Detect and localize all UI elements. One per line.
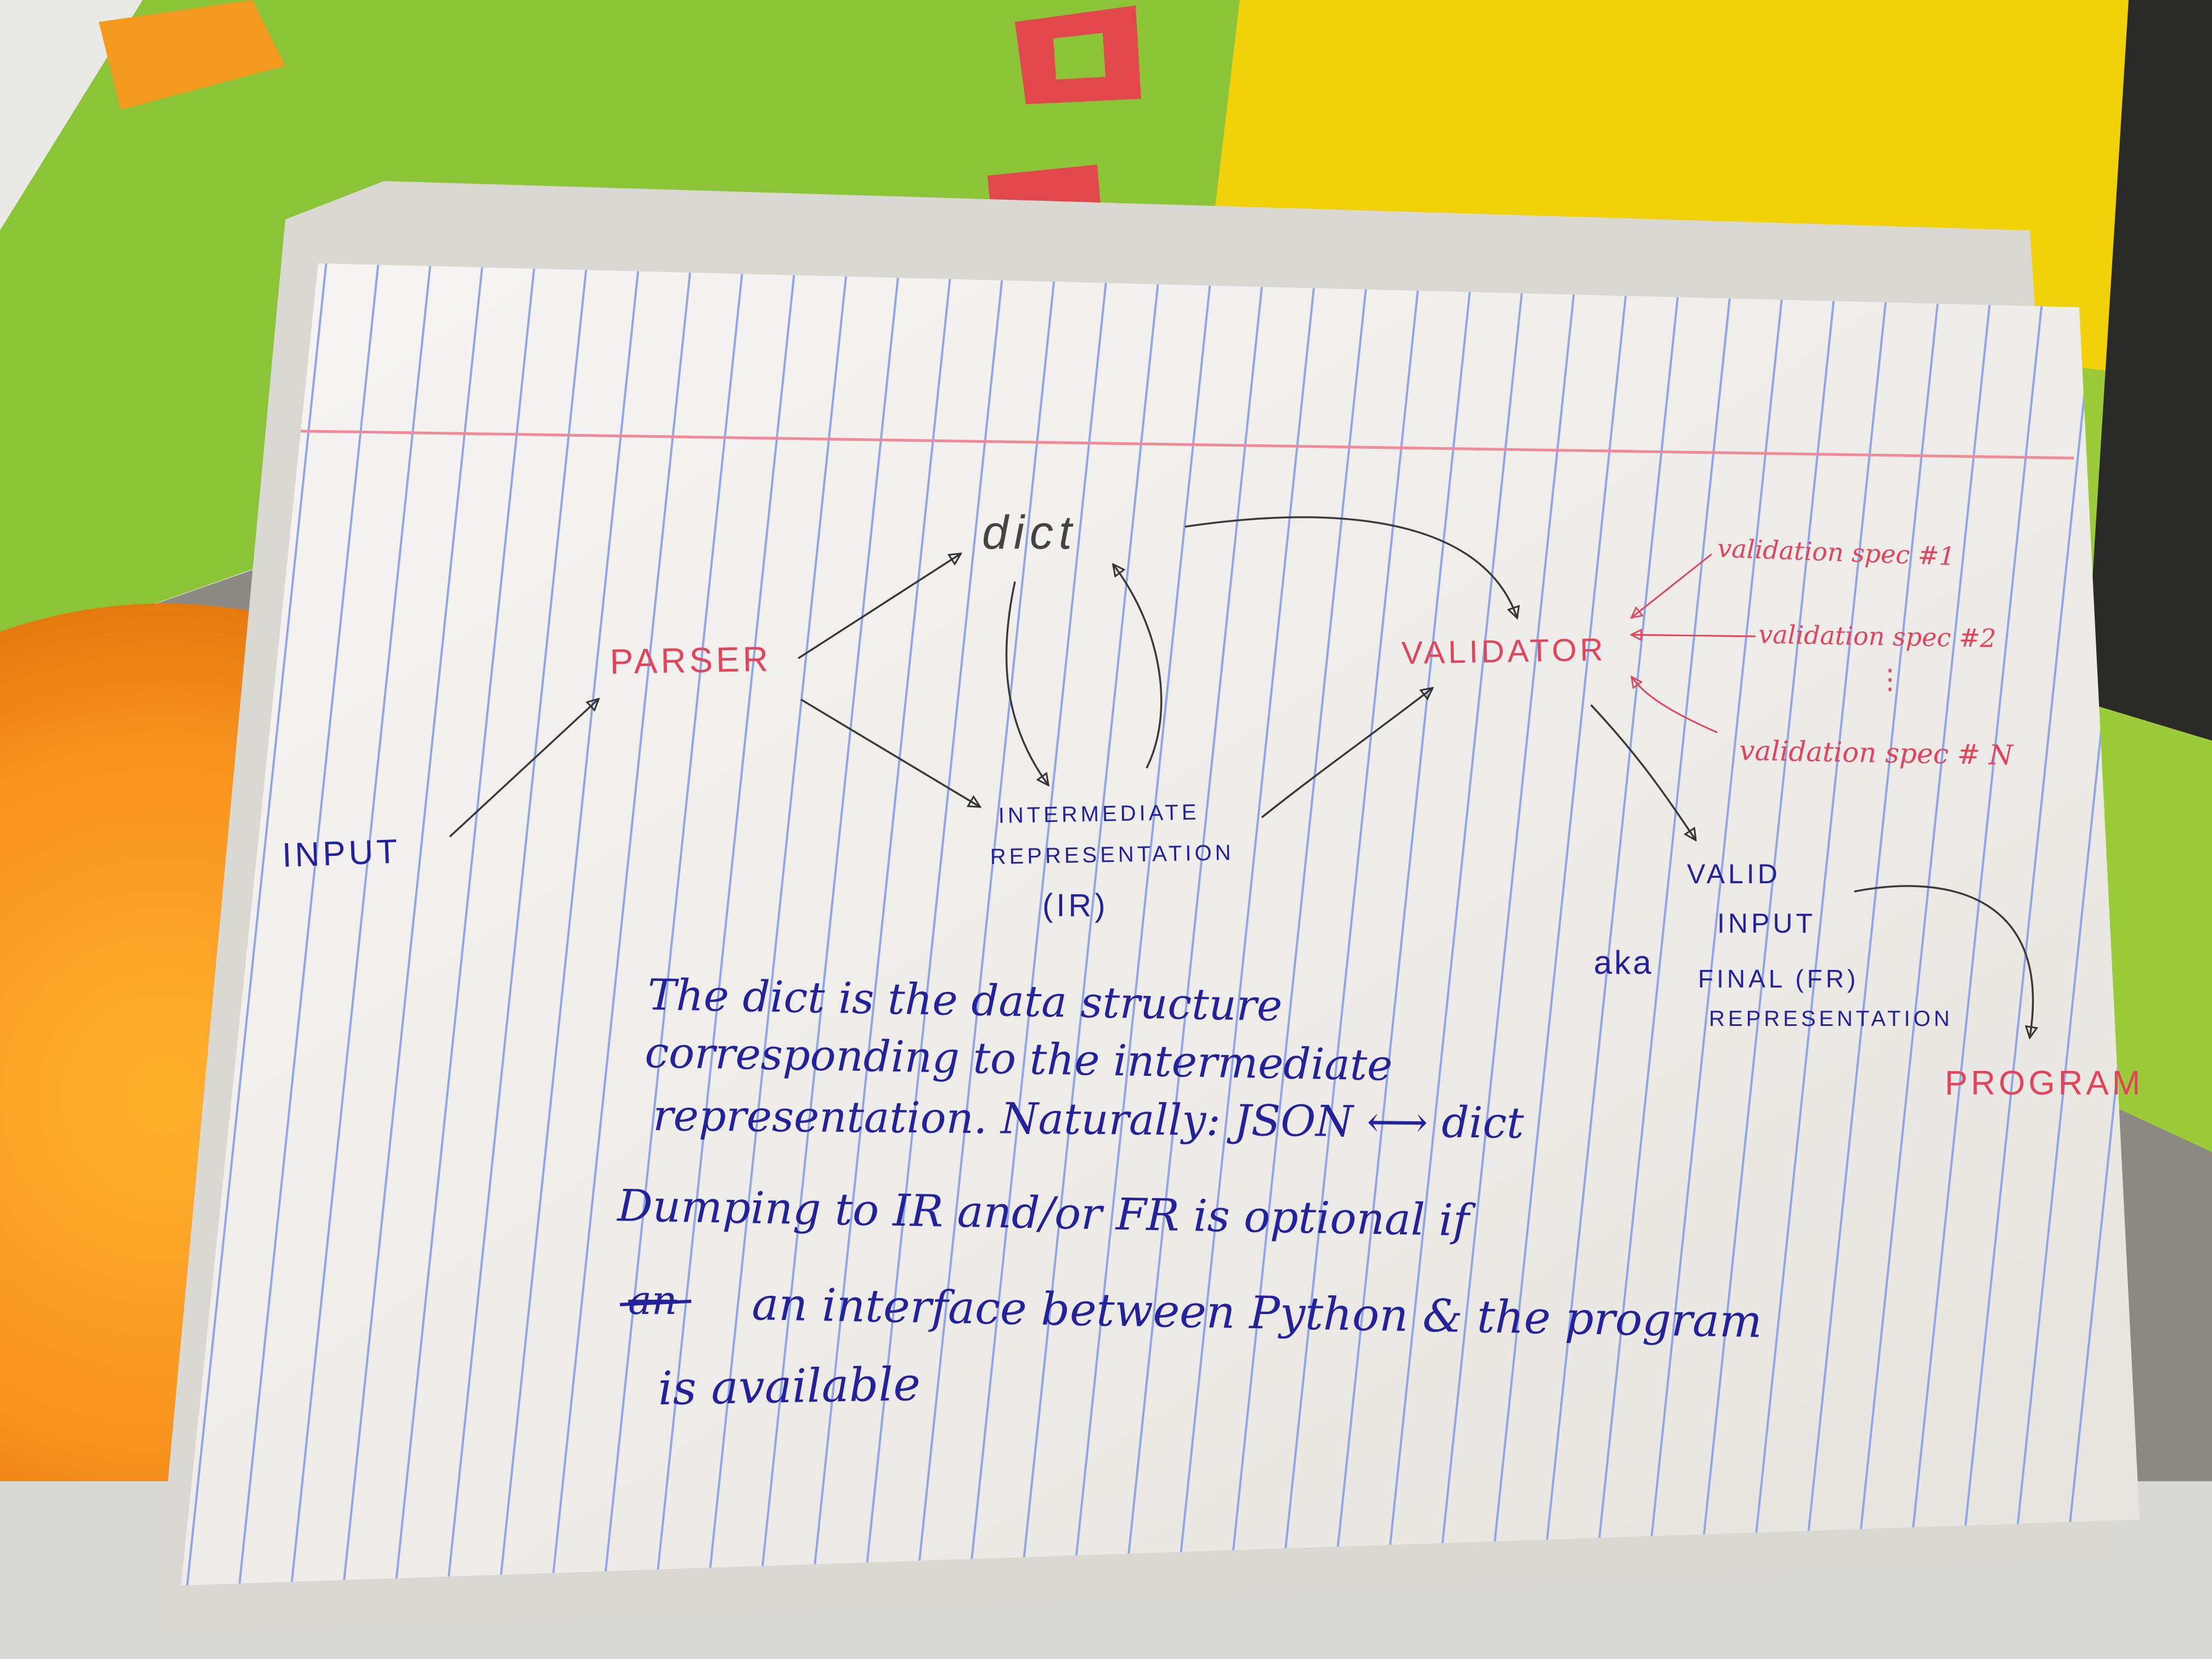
orange-tab <box>99 0 285 110</box>
arrow-spec2 <box>1632 635 1756 636</box>
spec-ellipsis: ⋮ <box>1876 663 1904 695</box>
node-parser: PARSER <box>610 639 772 681</box>
dark-device <box>2085 0 2212 741</box>
node-valid-line2: INPUT <box>1717 908 1816 939</box>
node-ir-line2: REPRESENTATION <box>990 840 1234 869</box>
node-dict: dict <box>982 506 1077 559</box>
arrow-dict-to-ir <box>1005 581 1048 785</box>
arrow-input-to-parser <box>449 699 598 838</box>
node-ir-line3: (IR) <box>1042 888 1109 923</box>
ruled-lines <box>181 263 2140 1585</box>
arrow-ir-to-dict <box>1114 565 1163 769</box>
spec-2: validation spec #2 <box>1758 619 1996 653</box>
note-line-3: representation. Naturally: JSON ⟷ dict <box>653 1091 1525 1148</box>
arrow-validator-to-valid-input <box>1590 704 1695 839</box>
node-valid-line1: VALID <box>1687 859 1781 889</box>
diagram-labels: INPUT PARSER dict INTERMEDIATE REPRESENT… <box>281 506 2143 1102</box>
arrow-dict-to-validator <box>1184 516 1517 617</box>
arrow-parser-to-ir <box>800 698 979 806</box>
node-final-line1: FINAL (FR) <box>1698 964 1859 993</box>
node-program: PROGRAM <box>1945 1064 2143 1102</box>
arrow-specN <box>1632 678 1718 733</box>
node-validator: VALIDATOR <box>1401 631 1606 671</box>
arrow-ir-to-validator <box>1261 689 1432 819</box>
arrow-parser-to-dict <box>798 554 960 659</box>
red-letter-decoration <box>1015 5 1141 104</box>
note-line-6: is available <box>658 1357 921 1415</box>
node-ir-line1: INTERMEDIATE <box>998 800 1200 828</box>
diagram-arrows <box>449 516 2033 1037</box>
node-final-line2: REPRESENTATION <box>1709 1007 1953 1031</box>
arrow-valid-input-to-program <box>1854 885 2033 1037</box>
margin-line <box>274 429 2074 460</box>
spec-n: validation spec # N <box>1739 735 2015 771</box>
strike-through-mark <box>619 1300 692 1306</box>
note-line-5-struck: an <box>628 1277 677 1323</box>
spec-arrows <box>1632 553 1756 733</box>
node-aka: aka <box>1594 944 1654 981</box>
note-line-1: The dict is the data structure <box>647 970 1283 1031</box>
node-input: INPUT <box>281 832 401 874</box>
arrow-spec1 <box>1632 553 1712 617</box>
